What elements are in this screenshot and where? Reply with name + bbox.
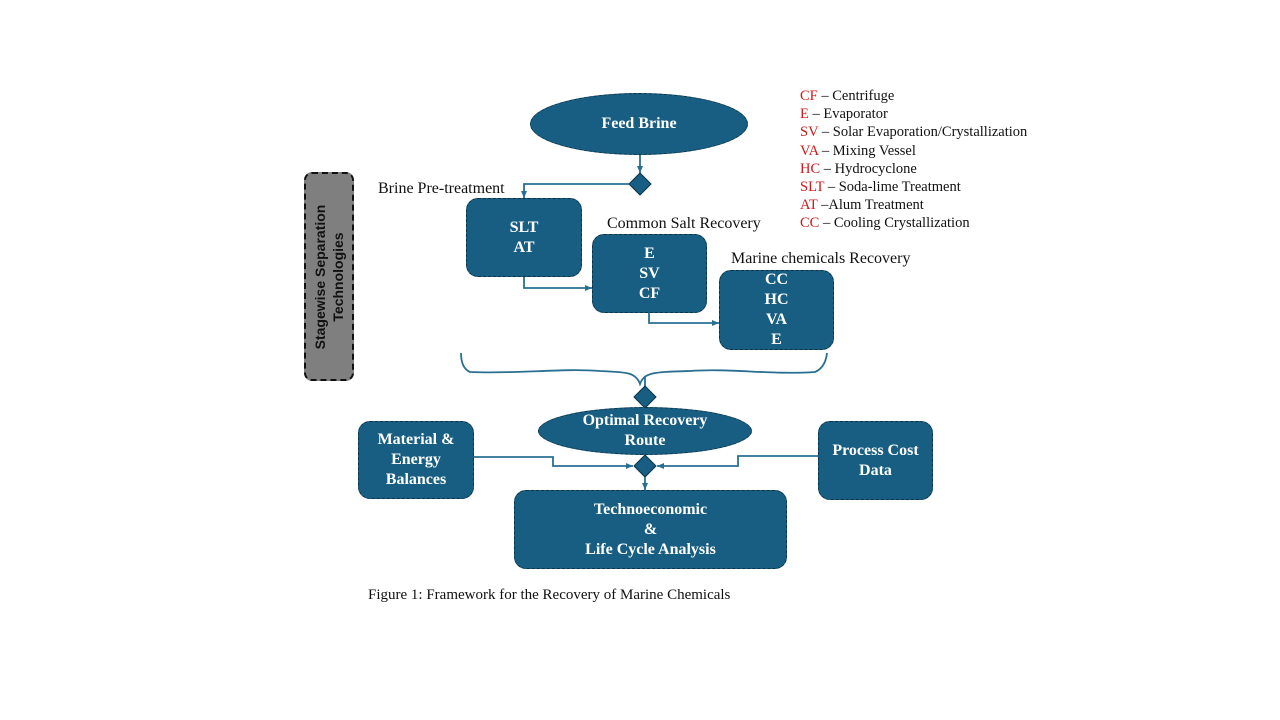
abbreviation-legend: CF – Centrifuge E – Evaporator SV – Sola…: [800, 87, 1027, 233]
stage-item: E: [644, 244, 655, 262]
legend-item: VA – Mixing Vessel: [800, 142, 916, 159]
stage-title-common-salt: Common Salt Recovery: [607, 215, 761, 232]
legend-item: E – Evaporator: [800, 106, 888, 123]
stage-item: SV: [639, 264, 660, 282]
material-energy-balances-node: Material & Energy Balances: [358, 421, 474, 499]
pretreatment-node: SLT AT: [466, 198, 582, 277]
stage-item: CF: [638, 284, 661, 302]
stage-title-pretreatment: Brine Pre-treatment: [378, 180, 505, 197]
stage-item: VA: [765, 311, 788, 328]
legend-item: AT –Alum Treatment: [800, 197, 924, 214]
legend-item: SV – Solar Evaporation/Crystallization: [800, 124, 1028, 141]
legend-item: CF – Centrifuge: [800, 88, 895, 104]
legend-item: SLT – Soda-lime Treatment: [800, 179, 961, 196]
stage-item: HC: [764, 291, 789, 308]
marine-chemicals-node: CC HC VA E: [719, 270, 834, 350]
legend-item: CC – Cooling Crystallization: [800, 215, 970, 232]
connector-decision-to-pretreatment: [521, 183, 629, 198]
feed-brine-node: Feed Brine: [530, 93, 748, 155]
curly-brace: [460, 352, 828, 387]
optimal-route-node: Optimal Recovery Route: [538, 407, 752, 455]
stage-item: SLT: [509, 218, 539, 236]
common-salt-node: E SV CF: [592, 234, 707, 313]
connector-pretreatment-to-salt: [523, 277, 592, 291]
decision-diamond-middle: [633, 385, 657, 409]
feed-brine-label: Feed Brine: [601, 115, 677, 132]
stage-item: E: [771, 331, 782, 348]
stage-item: AT: [513, 238, 535, 256]
connector-salt-to-marine: [648, 313, 719, 326]
stagewise-separation-panel: Stagewise Separation Technologies: [304, 172, 354, 381]
connector-material-to-decision: [474, 456, 633, 469]
decision-diamond-top: [628, 172, 652, 196]
legend-item: HC – Hydrocyclone: [800, 160, 917, 177]
figure-caption: Figure 1: Framework for the Recovery of …: [368, 587, 731, 603]
technoeconomic-lca-node: Technoeconomic & Life Cycle Analysis: [514, 490, 787, 569]
connector-cost-to-decision: [657, 455, 818, 469]
decision-diamond-bottom: [633, 454, 657, 478]
stage-title-marine-chemicals: Marine chemicals Recovery: [731, 250, 911, 267]
process-cost-data-node: Process Cost Data: [818, 421, 933, 500]
stage-item: CC: [764, 271, 789, 288]
stagewise-separation-label: Stagewise Separation Technologies: [312, 204, 346, 349]
